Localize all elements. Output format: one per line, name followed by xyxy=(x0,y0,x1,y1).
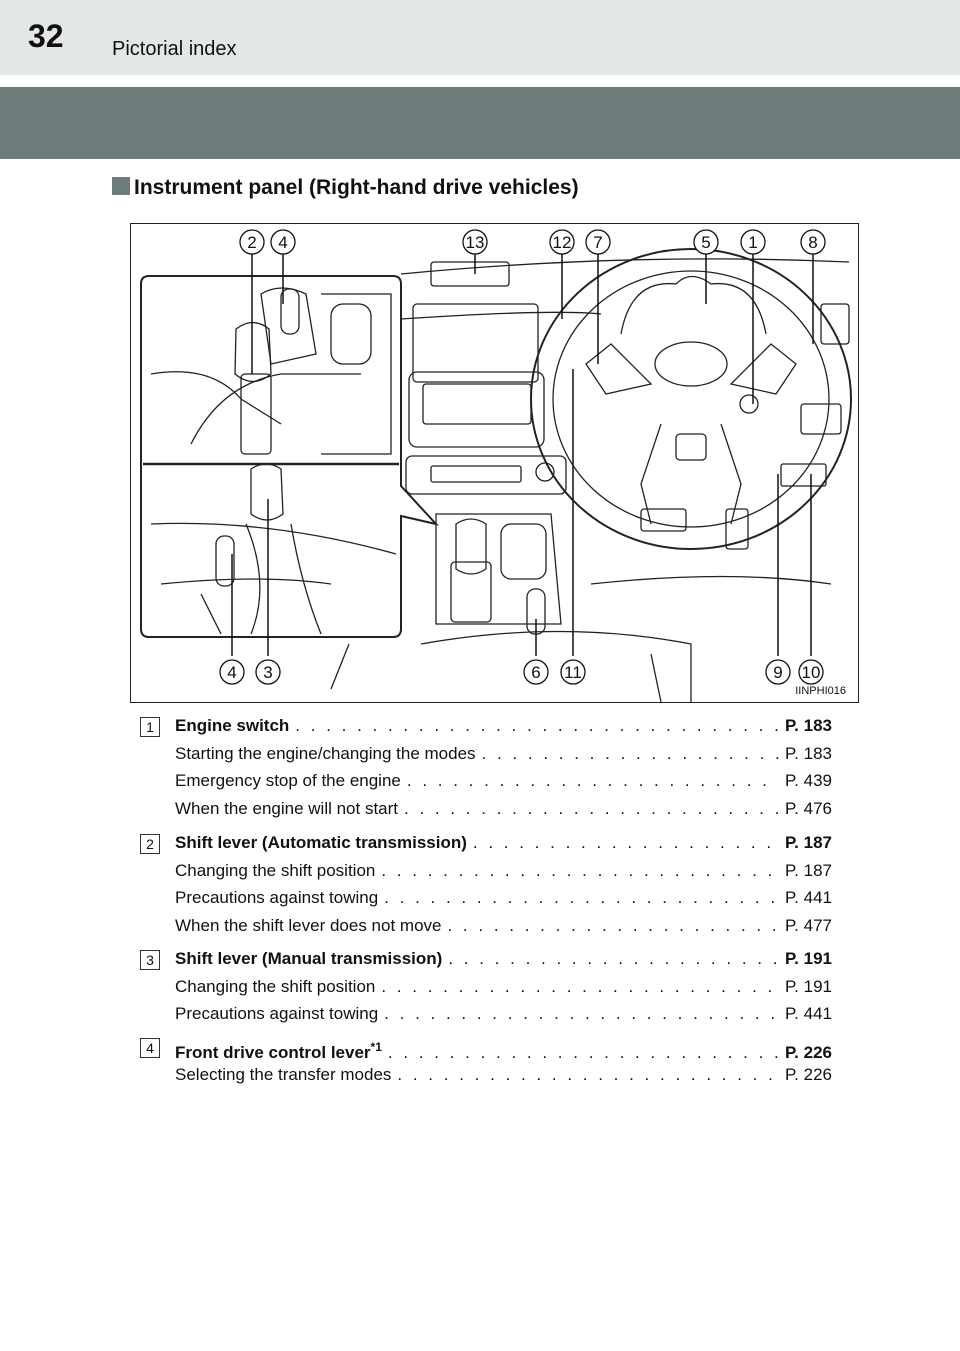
subitem-label: Precautions against towing xyxy=(175,1004,379,1023)
page-number: 32 xyxy=(28,18,64,54)
leader-dots: . . . . . . . . . . . . . . . . . . . . … xyxy=(381,860,779,880)
index-entry: 4 Front drive control lever*1 . . . . . … xyxy=(112,1036,832,1091)
callout-top-4: 12 xyxy=(553,233,572,252)
subitem-label: Emergency stop of the engine xyxy=(175,771,401,790)
leader-dots: . . . . . . . . . . . . . . . . . . . . … xyxy=(448,949,779,968)
entry-subitem-row[interactable]: Emergency stop of the engine . . . . . .… xyxy=(175,770,832,798)
subitem-label: When the engine will not start xyxy=(175,798,399,818)
entry-page-ref: P. 191 xyxy=(785,949,832,968)
entry-page-ref: P. 183 xyxy=(785,716,832,735)
callout-top-5: 7 xyxy=(593,233,602,252)
subitem-page-ref: P. 183 xyxy=(785,743,832,763)
entry-title-row[interactable]: Engine switch . . . . . . . . . . . . . … xyxy=(175,715,832,743)
callout-bottom-1: 4 xyxy=(227,663,236,682)
subitem-page-ref: P. 191 xyxy=(785,976,832,996)
callout-top-8: 8 xyxy=(808,233,817,252)
index-entry: 1 Engine switch . . . . . . . . . . . . … xyxy=(112,715,832,825)
entry-subitem-row[interactable]: Changing the shift position . . . . . . … xyxy=(175,976,832,1004)
entry-title-row[interactable]: Shift lever (Automatic transmission) . .… xyxy=(175,832,832,860)
subitem-page-ref: P. 187 xyxy=(785,860,832,880)
entry-number-badge: 2 xyxy=(140,834,160,854)
entry-page-ref: P. 226 xyxy=(785,1043,832,1062)
leader-dots: . . . . . . . . . . . . . . . . . . . . … xyxy=(295,716,779,735)
leader-dots: . . . . . . . . . . . . . . . . . . . . … xyxy=(384,888,779,907)
callout-bottom-3: 6 xyxy=(531,663,540,682)
entry-title: Shift lever (Manual transmission) xyxy=(175,949,443,968)
header-band xyxy=(0,87,960,159)
callout-top-1: 2 xyxy=(247,233,256,252)
callout-top-2: 4 xyxy=(278,233,287,252)
subitem-page-ref: P. 226 xyxy=(785,1064,832,1084)
entry-subitem-row[interactable]: Changing the shift position . . . . . . … xyxy=(175,860,832,888)
index-entry: 3 Shift lever (Manual transmission) . . … xyxy=(112,948,832,1031)
section-heading-text: Instrument panel (Right-hand drive vehic… xyxy=(134,176,579,199)
subitem-page-ref: P. 441 xyxy=(785,1004,832,1023)
entry-title: Front drive control lever*1 xyxy=(175,1036,382,1064)
figure-code: IINPHI016 xyxy=(795,685,846,697)
entry-page-ref: P. 187 xyxy=(785,833,832,852)
entry-title-text: Front drive control lever xyxy=(175,1043,371,1062)
callout-top-3: 13 xyxy=(466,233,485,252)
callout-bottom-6: 10 xyxy=(802,663,821,682)
section-heading: Instrument panel (Right-hand drive vehic… xyxy=(112,176,579,200)
entry-number-badge: 4 xyxy=(140,1038,160,1058)
leader-dots: . . . . . . . . . . . . . . . . . . . . … xyxy=(481,743,779,763)
leader-dots: . . . . . . . . . . . . . . . . . . . . … xyxy=(404,798,779,818)
index-entry: 2 Shift lever (Automatic transmission) .… xyxy=(112,832,832,942)
subitem-label: Changing the shift position xyxy=(175,976,376,996)
header-bar: 32 Pictorial index xyxy=(0,0,960,75)
entry-number-badge: 3 xyxy=(140,950,160,970)
entry-title: Engine switch xyxy=(175,716,290,735)
entry-subitem-row[interactable]: Precautions against towing . . . . . . .… xyxy=(175,1003,832,1031)
entry-subitem-row[interactable]: When the engine will not start . . . . .… xyxy=(175,798,832,826)
instrument-panel-figure: 2 4 13 12 7 5 1 8 4 3 6 11 9 10 IINPHI01… xyxy=(130,223,859,703)
leader-dots: . . . . . . . . . . . . . . . . . . . . … xyxy=(406,771,779,790)
entry-title: Shift lever (Automatic transmission) xyxy=(175,833,467,852)
leader-dots: . . . . . . . . . . . . . . . . . . . . … xyxy=(387,1043,779,1062)
entry-subitem-row[interactable]: Selecting the transfer modes . . . . . .… xyxy=(175,1064,832,1092)
subitem-page-ref: P. 476 xyxy=(785,798,832,818)
callout-bottom-5: 9 xyxy=(773,663,782,682)
subitem-label: Starting the engine/changing the modes xyxy=(175,743,476,763)
entry-subitem-row[interactable]: When the shift lever does not move . . .… xyxy=(175,915,832,943)
leader-dots: . . . . . . . . . . . . . . . . . . . . … xyxy=(397,1064,779,1084)
running-title: Pictorial index xyxy=(112,38,237,60)
section-bullet-icon xyxy=(112,177,130,195)
entry-title-row[interactable]: Shift lever (Manual transmission) . . . … xyxy=(175,948,832,976)
entry-subitem-row[interactable]: Starting the engine/changing the modes .… xyxy=(175,743,832,771)
entry-subitem-row[interactable]: Precautions against towing . . . . . . .… xyxy=(175,887,832,915)
callout-top-6: 5 xyxy=(701,233,710,252)
footnote-marker: *1 xyxy=(370,1040,382,1054)
entry-number-badge: 1 xyxy=(140,717,160,737)
callout-bottom-2: 3 xyxy=(263,663,272,682)
callout-top-7: 1 xyxy=(748,233,757,252)
callout-bottom-4: 11 xyxy=(564,663,582,682)
subitem-page-ref: P. 439 xyxy=(785,771,832,790)
leader-dots: . . . . . . . . . . . . . . . . . . . . … xyxy=(447,915,780,935)
subitem-label: Changing the shift position xyxy=(175,860,376,880)
subitem-label: Precautions against towing xyxy=(175,888,379,907)
leader-dots: . . . . . . . . . . . . . . . . . . . . … xyxy=(381,976,779,996)
subitem-page-ref: P. 477 xyxy=(785,915,832,935)
subitem-label: Selecting the transfer modes xyxy=(175,1064,392,1084)
subitem-label: When the shift lever does not move xyxy=(175,915,442,935)
subitem-page-ref: P. 441 xyxy=(785,888,832,907)
leader-dots: . . . . . . . . . . . . . . . . . . . . … xyxy=(472,833,779,852)
entry-title-row[interactable]: Front drive control lever*1 . . . . . . … xyxy=(175,1036,832,1064)
leader-dots: . . . . . . . . . . . . . . . . . . . . … xyxy=(384,1004,779,1023)
instrument-panel-illustration: 2 4 13 12 7 5 1 8 4 3 6 11 9 10 xyxy=(140,229,852,702)
